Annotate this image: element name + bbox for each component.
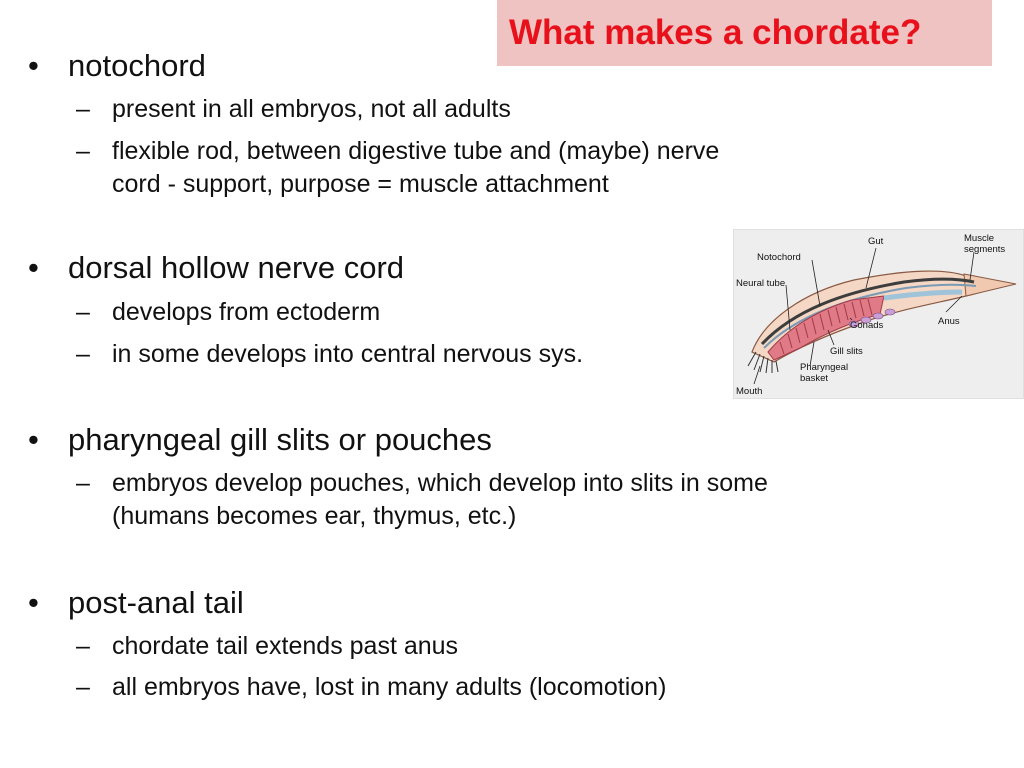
subitem-text: present in all embryos, not all adults: [112, 95, 511, 123]
bullet-icon: •: [28, 585, 39, 620]
label-anus: Anus: [938, 316, 960, 327]
subitem: – in some develops into central nervous …: [76, 338, 583, 371]
subitem: – chordate tail extends past anus: [76, 630, 458, 663]
slide-title-box: What makes a chordate?: [497, 0, 992, 66]
subitem-text: in some develops into central nervous sy…: [112, 340, 584, 368]
subitem-text: embryos develop pouches, which develop i…: [112, 469, 768, 530]
bullet-heading: pharyngeal gill slits or pouches: [68, 422, 492, 457]
dash-icon: –: [76, 469, 90, 497]
label-neural-tube: Neural tube: [736, 278, 785, 289]
subitem-text: develops from ectoderm: [112, 298, 381, 326]
bullet-icon: •: [28, 250, 39, 285]
lancelet-diagram: Gut Muscle segments Notochord Neural tub…: [733, 229, 1024, 399]
gill-slit-lines: [779, 298, 873, 355]
label-gill-slits: Gill slits: [830, 346, 863, 357]
subitem-text: flexible rod, between digestive tube and…: [112, 137, 720, 198]
label-mouth: Mouth: [736, 386, 762, 397]
label-pharyngeal-2: basket: [800, 373, 828, 384]
lancelet-illustration: Gut Muscle segments Notochord Neural tub…: [736, 233, 1017, 397]
dash-icon: –: [76, 95, 90, 123]
bullet-notochord: • notochord: [28, 47, 206, 85]
bullet-gill-slits: • pharyngeal gill slits or pouches: [28, 421, 492, 459]
bullet-heading: post-anal tail: [68, 585, 244, 620]
dash-icon: –: [76, 632, 90, 660]
bullet-post-anal-tail: • post-anal tail: [28, 584, 244, 622]
bullet-heading: notochord: [68, 48, 206, 83]
subitem: – embryos develop pouches, which develop…: [76, 467, 768, 533]
slide-title: What makes a chordate?: [509, 13, 922, 52]
bullet-heading: dorsal hollow nerve cord: [68, 250, 405, 285]
neural-tube-line: [763, 283, 977, 349]
subitem: – flexible rod, between digestive tube a…: [76, 135, 719, 201]
diagram-labels: Gut Muscle segments Notochord Neural tub…: [736, 233, 1005, 397]
label-pharyngeal-1: Pharyngeal: [800, 362, 848, 373]
subitem: – present in all embryos, not all adults: [76, 93, 511, 126]
label-gonads: Gonads: [850, 320, 884, 331]
bullet-icon: •: [28, 422, 39, 457]
dash-icon: –: [76, 298, 90, 326]
label-notochord: Notochord: [757, 252, 801, 263]
dash-icon: –: [76, 137, 90, 165]
gut-line: [883, 289, 963, 301]
notochord-line: [760, 277, 975, 346]
label-muscle-2: segments: [964, 244, 1005, 255]
subitem: – develops from ectoderm: [76, 296, 380, 329]
mouth-tentacles: [747, 351, 779, 374]
gonads-shape: [848, 308, 896, 328]
subitem: – all embryos have, lost in many adults …: [76, 671, 666, 704]
label-pointers: [753, 247, 975, 385]
subitem-text: chordate tail extends past anus: [112, 632, 459, 660]
dash-icon: –: [76, 673, 90, 701]
label-gut: Gut: [868, 236, 884, 247]
dash-icon: –: [76, 340, 90, 368]
label-muscle-1: Muscle: [964, 233, 994, 244]
subitem-text: all embryos have, lost in many adults (l…: [112, 673, 667, 701]
bullet-icon: •: [28, 48, 39, 83]
bullet-nerve-cord: • dorsal hollow nerve cord: [28, 249, 404, 287]
